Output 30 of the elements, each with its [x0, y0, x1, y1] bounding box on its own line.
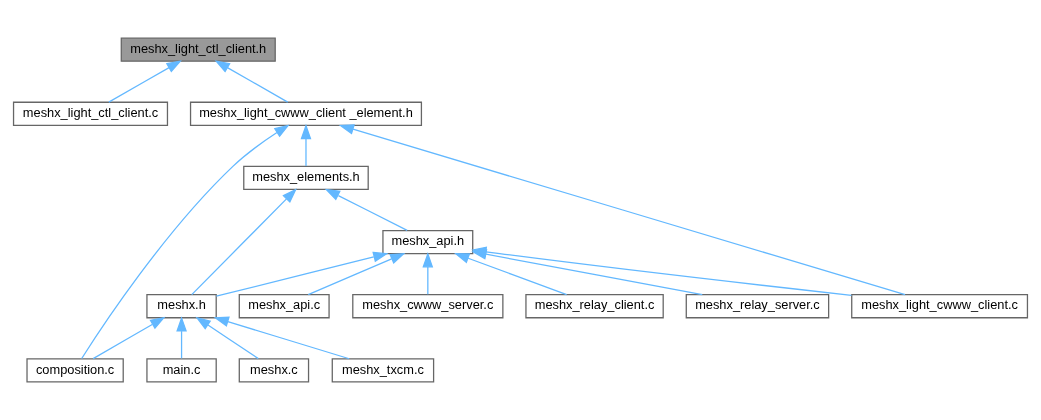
node-box: meshx_light_ctl_client.c [12, 101, 169, 126]
arrow [307, 252, 406, 296]
node-box: meshx_light_ctl_client.h [120, 37, 276, 62]
arrow [454, 253, 568, 296]
arrow [338, 124, 906, 296]
node-box: meshx_api.c [238, 294, 330, 319]
node-box: meshx_elements.h [243, 165, 369, 191]
arrow [176, 316, 187, 359]
node-box: meshx_light_cwww_client _element.h [189, 101, 423, 126]
node-box: meshx_relay_server.c [685, 294, 830, 319]
arrow [92, 316, 166, 360]
arrow [195, 316, 259, 360]
node-box: meshx.c [238, 358, 310, 383]
node-box: main.c [146, 358, 217, 383]
node-box: composition.c [26, 358, 124, 383]
arrow [213, 316, 350, 360]
arrow [191, 188, 298, 296]
arrow [214, 60, 289, 103]
arrow [215, 251, 389, 297]
arrow [324, 188, 408, 231]
arrow [108, 60, 182, 103]
node-box: meshx_relay_client.c [525, 294, 664, 319]
node-box: meshx.h [146, 294, 217, 319]
arrow [422, 252, 434, 295]
node-box: meshx_light_cwww_client.c [851, 294, 1029, 319]
node-box: meshx_txcm.c [331, 358, 435, 383]
node-box: meshx_cwww_server.c [352, 294, 504, 319]
arrow [300, 123, 312, 167]
arrow [81, 124, 290, 360]
node-box: meshx_api.h [382, 229, 474, 255]
